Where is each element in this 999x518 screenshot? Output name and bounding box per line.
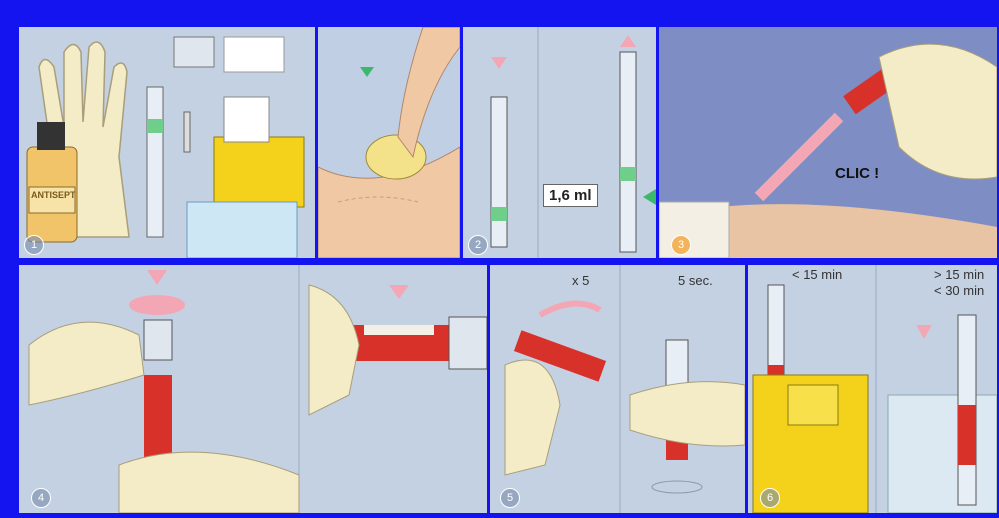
step-5-number: 5 — [500, 488, 520, 508]
step-5-panel: x 5 5 sec. 5 — [490, 265, 745, 513]
time-long-b-label: < 30 min — [934, 283, 984, 298]
dose-label: 1,6 ml — [543, 184, 598, 207]
click-label: CLIC ! — [835, 165, 879, 182]
seconds-label: 5 sec. — [678, 273, 713, 288]
step-3-number: 3 — [671, 235, 691, 255]
step-1b-panel — [318, 27, 460, 258]
times-label: x 5 — [572, 273, 589, 288]
step-1-panel: ANTISEPT 1 — [19, 27, 315, 258]
step-2-panel: 1,6 ml 2 — [463, 27, 656, 258]
step-6-panel: < 15 min > 15 min < 30 min 6 — [748, 265, 997, 513]
step-1-number: 1 — [24, 235, 44, 255]
mix-syringe-illustration — [490, 265, 745, 513]
needle-connect-illustration — [659, 27, 997, 258]
step-4-panel: 4 — [19, 265, 487, 513]
syringe-fill-illustration — [463, 27, 656, 258]
supplies-illustration — [19, 27, 315, 258]
step-6-number: 6 — [760, 488, 780, 508]
cap-syringe-illustration — [19, 265, 487, 513]
bottle-label: ANTISEPT — [31, 190, 76, 200]
step-3-panel: CLIC ! 3 — [659, 27, 997, 258]
time-short-label: < 15 min — [792, 267, 842, 282]
step-2-number: 2 — [468, 235, 488, 255]
transport-illustration — [748, 265, 997, 513]
step-4-number: 4 — [31, 488, 51, 508]
skin-swab-illustration — [318, 27, 460, 258]
time-long-a-label: > 15 min — [934, 267, 984, 282]
